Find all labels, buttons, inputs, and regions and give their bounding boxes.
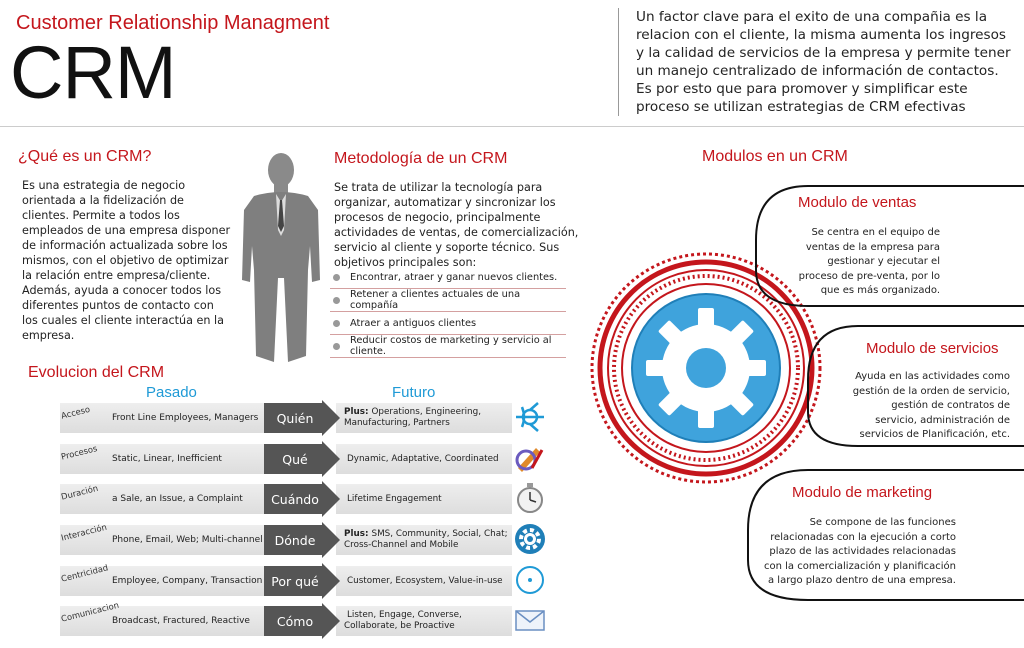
row-future-text: Operations, Engineering, Manufacturing, …: [344, 407, 482, 428]
modulo-servicios-title: Modulo de servicios: [866, 340, 999, 357]
row-past: Phone, Email, Web; Multi-channel: [112, 535, 263, 545]
arrow-right-icon: [264, 481, 340, 517]
row-future-text: SMS, Community, Social, Chat; Cross-Chan…: [344, 529, 508, 550]
past-bar: [60, 606, 264, 636]
stopwatch-icon: [514, 482, 546, 514]
row-future-text: Listen, Engage, Converse, Collaborate, b…: [344, 610, 462, 631]
target-icon: [514, 564, 546, 596]
header-subtitle: Customer Relationship Managment: [16, 12, 330, 34]
header-divider: [618, 8, 619, 116]
row-past: a Sale, an Issue, a Complaint: [112, 494, 243, 504]
bullet-dot-icon: [333, 319, 340, 327]
future-bar: [336, 525, 512, 555]
businessman-silhouette-icon: [242, 153, 320, 362]
row-question: Qué: [282, 451, 308, 467]
arrow-right-icon: [264, 563, 340, 599]
future-bar: [336, 606, 512, 636]
metodologia-title: Metodología de un CRM: [334, 150, 508, 167]
row-future-prefix: Plus:: [344, 529, 369, 539]
row-future: Lifetime Engagement: [344, 484, 510, 514]
envelope-icon: [514, 604, 546, 636]
future-bar: [336, 403, 512, 433]
que-es-title: ¿Qué es un CRM?: [18, 148, 152, 165]
gear-icon: [514, 523, 546, 555]
bullet-dot-icon: [333, 342, 340, 350]
modulo-marketing-body: Se compone de las funciones relacionadas…: [764, 517, 956, 586]
row-future-text: Customer, Ecosystem, Value-in-use: [347, 575, 503, 586]
row-future: Dynamic, Adaptative, Coordinated: [344, 444, 510, 474]
bullet-dot-icon: [333, 273, 340, 281]
arrow-right-icon: [264, 603, 340, 639]
future-bar: [336, 484, 512, 514]
row-question: Cuándo: [271, 491, 319, 507]
module-arcs: [747, 185, 1024, 601]
row-future-text: Lifetime Engagement: [347, 493, 442, 504]
past-bar: [60, 403, 264, 433]
modulo-ventas-body: Se centra en el equipo de ventas de la e…: [798, 227, 940, 296]
row-past: Broadcast, Fractured, Reactive: [112, 616, 250, 626]
bullet-dot-icon: [333, 296, 340, 304]
modulos-title: Modulos en un CRM: [702, 148, 848, 165]
objective-item: Retener a clientes actuales de una compa…: [330, 289, 566, 312]
objective-item: Encontrar, atraer y ganar nuevos cliente…: [330, 266, 566, 289]
row-future-prefix: Plus:: [344, 407, 369, 417]
row-future: Plus:Operations, Engineering, Manufactur…: [344, 403, 510, 433]
modulo-servicios-body: Ayuda en las actividades como gestión de…: [852, 371, 1010, 440]
past-bar: [60, 566, 264, 596]
objectives-list: Encontrar, atraer y ganar nuevos cliente…: [330, 266, 566, 358]
crm-gear-emblem: [590, 252, 822, 484]
arrow-right-icon: [264, 441, 340, 477]
arrow-right-icon: [264, 522, 340, 558]
metodologia-body: Se trata de utilizar la tecnología para …: [334, 181, 579, 269]
past-bar: [60, 444, 264, 474]
modulo-marketing-title: Modulo de marketing: [792, 484, 933, 501]
row-past: Static, Linear, Inefficient: [112, 454, 222, 464]
modulo-ventas-title: Modulo de ventas: [798, 194, 917, 211]
future-bar: [336, 566, 512, 596]
paint-tools-icon: [514, 442, 546, 474]
row-future-text: Dynamic, Adaptative, Coordinated: [347, 453, 499, 464]
que-es-body: Es una estrategia de negocio orientada a…: [22, 179, 231, 342]
row-question: Por qué: [271, 573, 319, 589]
past-bar: [60, 484, 264, 514]
row-past: Employee, Company, Transaction: [112, 576, 263, 586]
objective-item: Atraer a antiguos clientes: [330, 312, 566, 335]
row-question: Quién: [276, 410, 314, 426]
futuro-heading: Futuro: [392, 384, 436, 401]
objective-item: Reducir costos de marketing y servicio a…: [330, 335, 566, 358]
past-bar: [60, 525, 264, 555]
row-question: Dónde: [274, 532, 316, 548]
row-future: Customer, Ecosystem, Value-in-use: [344, 566, 510, 596]
evolucion-title: Evolucion del CRM: [28, 364, 165, 381]
intro-text: Un factor clave para el exito de una com…: [636, 9, 1011, 115]
section-divider: [0, 126, 1024, 127]
row-past: Front Line Employees, Managers: [112, 413, 259, 423]
arrow-right-icon: [264, 400, 340, 436]
row-question: Cómo: [276, 613, 314, 629]
future-bar: [336, 444, 512, 474]
pasado-heading: Pasado: [146, 384, 197, 401]
network-symbol-icon: [514, 401, 546, 433]
row-future: Plus:SMS, Community, Social, Chat; Cross…: [344, 525, 510, 555]
header-title: CRM: [10, 31, 177, 114]
gear-icon: [646, 308, 766, 428]
row-future: Listen, Engage, Converse, Collaborate, b…: [344, 606, 510, 636]
